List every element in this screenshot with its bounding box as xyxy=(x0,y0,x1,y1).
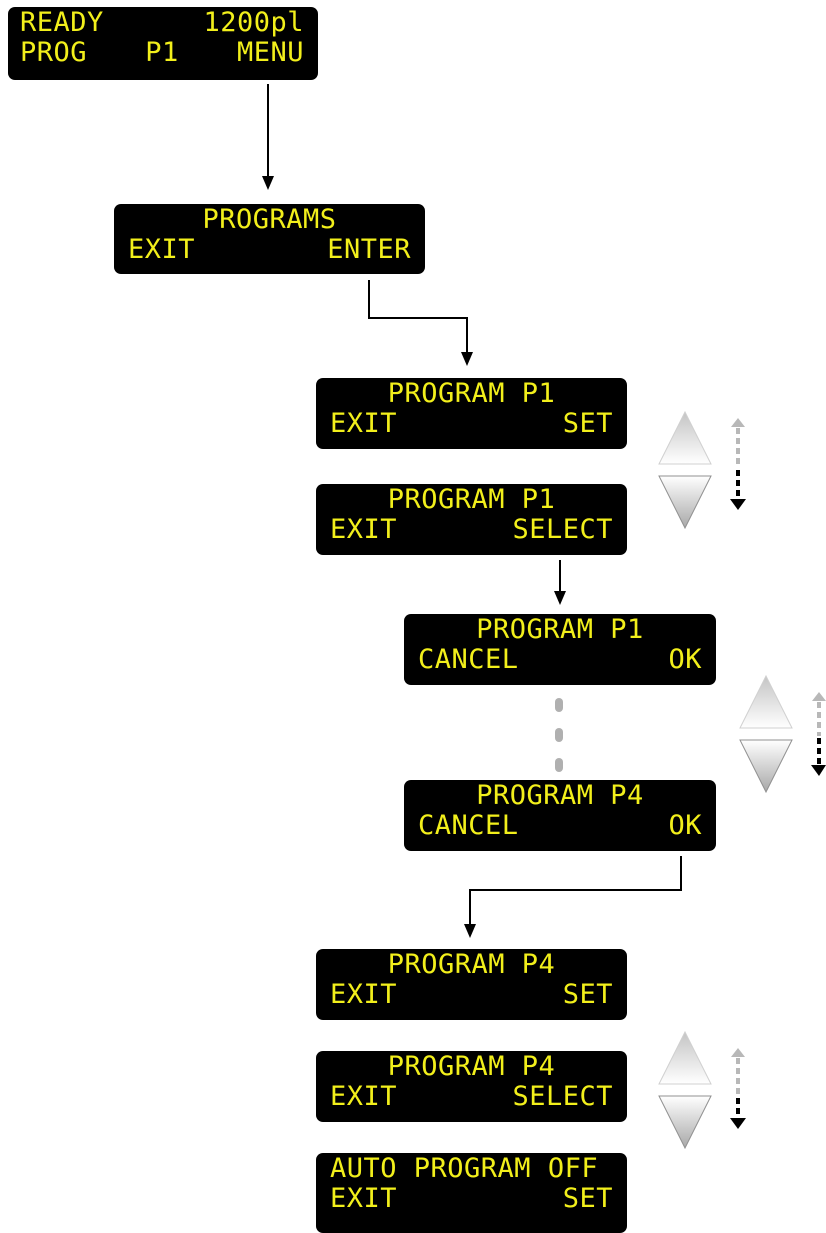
lcd-screen-program-p1-set: PROGRAM P1 EXIT SET xyxy=(316,378,627,449)
softkey-left-label: EXIT xyxy=(330,514,398,545)
lcd-screen-program-p4-select: PROGRAM P4 EXIT SELECT xyxy=(316,1051,627,1122)
softkey-left-label: CANCEL xyxy=(418,810,519,841)
lcd-screen-program-p1-select: PROGRAM P1 EXIT SELECT xyxy=(316,484,627,555)
softkey-right-label: SELECT xyxy=(512,1081,613,1112)
softkey-right-label: SET xyxy=(562,979,613,1010)
up-down-buttons-group-2 xyxy=(739,674,826,794)
lcd-softkey-line: EXIT SET xyxy=(330,980,613,1010)
softkey-right-label: MENU xyxy=(236,37,304,68)
volume-readout: 1200pl xyxy=(203,7,304,38)
lcd-line-1: READY 1200pl xyxy=(20,8,304,38)
scroll-up-arrow-icon xyxy=(731,1048,745,1096)
status-text: READY xyxy=(20,7,104,38)
lcd-softkey-line: EXIT SELECT xyxy=(330,515,613,545)
lcd-line-2: PROG P1 MENU xyxy=(20,38,304,68)
lcd-title-line: PROGRAM P1 xyxy=(330,379,613,409)
scroll-down-arrow-icon xyxy=(730,1098,746,1129)
screen-title: AUTO PROGRAM OFF xyxy=(330,1153,599,1184)
arrow-ok-to-program-p4 xyxy=(464,856,682,938)
lcd-softkey-line: EXIT SET xyxy=(330,409,613,439)
down-button-icon[interactable] xyxy=(658,1095,712,1150)
lcd-screen-program-p4-ok: PROGRAM P4 CANCEL OK xyxy=(404,780,716,851)
screen-title: PROGRAM P1 xyxy=(387,378,556,409)
lcd-screen-programs: PROGRAMS EXIT ENTER xyxy=(114,204,425,274)
down-button-icon[interactable] xyxy=(658,475,712,530)
down-button-icon[interactable] xyxy=(739,739,793,794)
up-down-buttons-group-3 xyxy=(658,1030,746,1150)
scroll-down-arrow-icon xyxy=(811,738,826,776)
screen-title: PROGRAM P1 xyxy=(476,614,644,645)
lcd-softkey-line: CANCEL OK xyxy=(418,811,702,841)
softkey-left-label: CANCEL xyxy=(418,644,519,675)
up-down-buttons-group-1 xyxy=(658,410,746,530)
softkey-right-label: OK xyxy=(668,644,702,675)
softkey-left-label: EXIT xyxy=(330,979,398,1010)
softkey-left-label: EXIT xyxy=(330,1183,398,1214)
scroll-up-arrow-icon xyxy=(812,692,826,736)
lcd-screen-ready: READY 1200pl PROG P1 MENU xyxy=(8,7,318,80)
softkey-right-label: OK xyxy=(668,810,702,841)
lcd-screen-program-p4-set: PROGRAM P4 EXIT SET xyxy=(316,949,627,1020)
screen-title: PROGRAM P4 xyxy=(387,949,556,980)
softkey-right-label: ENTER xyxy=(327,234,411,265)
scroll-down-arrow-icon xyxy=(730,470,746,510)
lcd-title-line: PROGRAM P1 xyxy=(418,615,702,645)
scroll-up-arrow-icon xyxy=(731,418,745,468)
lcd-title-line: AUTO PROGRAM OFF xyxy=(330,1154,613,1184)
arrow-menu-to-programs xyxy=(262,84,274,190)
lcd-softkey-line: EXIT SET xyxy=(330,1184,613,1214)
arrow-select-to-p1 xyxy=(554,560,566,605)
lcd-softkey-line: EXIT SELECT xyxy=(330,1082,613,1112)
lcd-screen-auto-program-off: AUTO PROGRAM OFF EXIT SET xyxy=(316,1153,627,1233)
arrow-enter-to-program xyxy=(368,280,473,366)
up-button-icon[interactable] xyxy=(658,410,712,465)
screen-title: PROGRAM P1 xyxy=(387,484,556,515)
softkey-right-label: SET xyxy=(562,1183,613,1214)
softkey-left-label: EXIT xyxy=(330,408,398,439)
softkey-left-label: PROG xyxy=(20,37,88,68)
softkey-right-label: SELECT xyxy=(512,514,613,545)
lcd-title-line: PROGRAM P1 xyxy=(330,485,613,515)
screen-title: PROGRAM P4 xyxy=(476,780,644,811)
softkey-right-label: SET xyxy=(562,408,613,439)
up-button-icon[interactable] xyxy=(658,1030,712,1085)
program-indicator: P1 xyxy=(145,37,179,68)
up-button-icon[interactable] xyxy=(739,674,793,729)
lcd-title-line: PROGRAM P4 xyxy=(330,1052,613,1082)
lcd-softkey-line: CANCEL OK xyxy=(418,645,702,675)
lcd-title-line: PROGRAM P4 xyxy=(418,781,702,811)
softkey-left-label: EXIT xyxy=(128,234,196,265)
softkey-left-label: EXIT xyxy=(330,1081,398,1112)
lcd-title-line: PROGRAMS xyxy=(128,205,411,235)
continuation-dots-icon xyxy=(555,698,563,772)
lcd-softkey-line: EXIT ENTER xyxy=(128,235,411,265)
lcd-title-line: PROGRAM P4 xyxy=(330,950,613,980)
lcd-screen-program-p1-ok: PROGRAM P1 CANCEL OK xyxy=(404,614,716,685)
screen-title: PROGRAMS xyxy=(202,204,337,235)
screen-title: PROGRAM P4 xyxy=(387,1051,556,1082)
